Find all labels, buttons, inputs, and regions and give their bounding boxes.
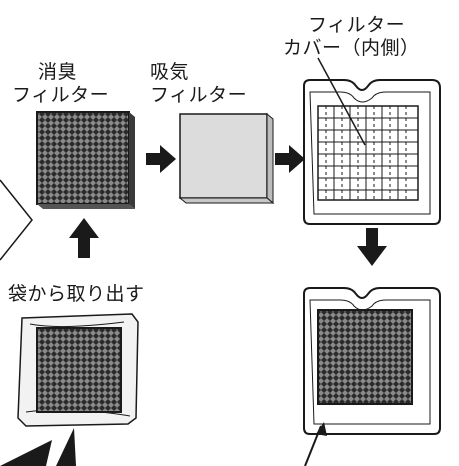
filter-cover-label-line2: カバー（内側） <box>283 37 420 59</box>
intake-filter-label-line1: 吸気 <box>150 61 190 83</box>
filter-cover-label-line1: フィルター <box>308 14 406 36</box>
deodorizing-filter-image <box>36 111 135 209</box>
arrow-right-icon <box>146 145 176 173</box>
intake-filter-label-line2: フィルター <box>150 84 248 106</box>
filter-cover-image <box>303 57 441 225</box>
take-out-of-bag-label: 袋から取り出す <box>8 283 145 305</box>
pointer-shape <box>0 428 76 466</box>
arrow-up-icon <box>69 218 99 258</box>
chevron-right-icon <box>0 179 33 261</box>
arrow-down-icon <box>357 228 387 266</box>
bagged-filter-image <box>17 313 139 427</box>
intake-filter-image <box>178 112 275 205</box>
deodorizing-filter-label-line2: フィルター <box>12 84 110 106</box>
assembled-filter-image <box>303 287 441 466</box>
arrow-right-icon <box>275 145 305 173</box>
deodorizing-filter-label-line1: 消臭 <box>38 61 78 83</box>
